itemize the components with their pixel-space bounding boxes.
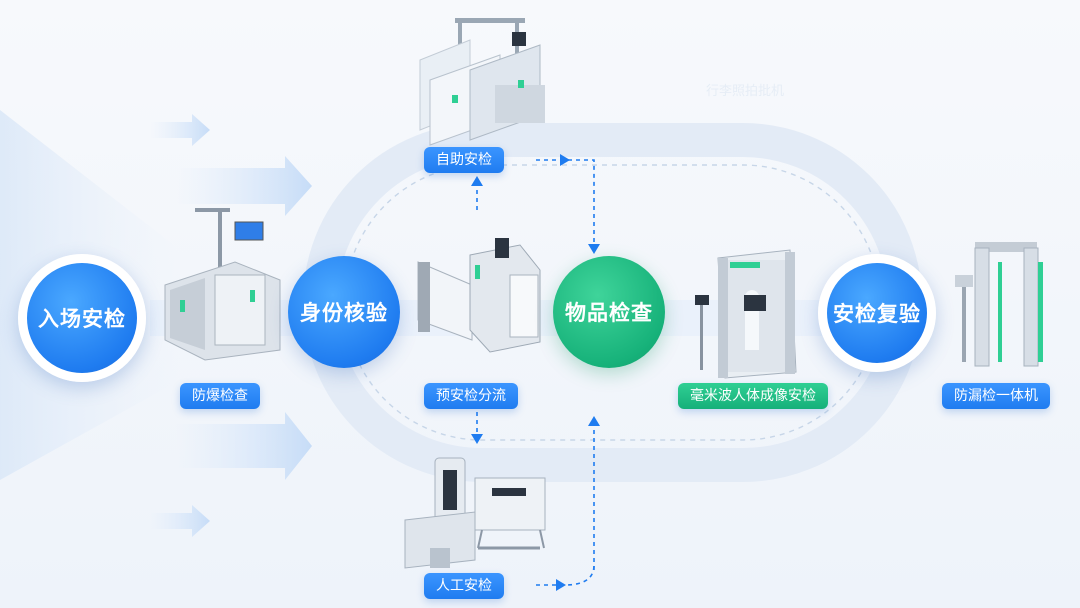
label-pre-check[interactable]: 预安检分流 (424, 383, 518, 409)
pre-check-gate-illustration (417, 238, 541, 353)
chevron-arrows (150, 114, 312, 537)
mmwave-scanner-illustration (695, 249, 797, 379)
label-explosive-check[interactable]: 防爆检查 (180, 383, 260, 409)
node-recheck[interactable]: 安检复验 (818, 254, 936, 372)
explosive-gate-illustration (164, 208, 281, 361)
label-manual-check[interactable]: 人工安检 (424, 573, 504, 599)
label-self-check[interactable]: 自助安检 (424, 147, 504, 173)
loop-dashed (344, 164, 881, 441)
faint-top-label: 行李照拍批机 (706, 84, 785, 99)
node-item-check[interactable]: 物品检查 (553, 256, 665, 368)
self-check-gate-illustration (419, 18, 545, 146)
process-arrows (476, 159, 595, 586)
label-mmwave-check[interactable]: 毫米波人体成像安检 (678, 383, 828, 409)
manual-check-illustration (404, 457, 546, 569)
arrow-heads (471, 154, 600, 591)
node-identity-check[interactable]: 身份核验 (288, 256, 400, 368)
leak-check-detector-illustration (955, 242, 1043, 367)
label-leak-check[interactable]: 防漏检一体机 (942, 383, 1050, 409)
node-entry-check[interactable]: 入场安检 (18, 254, 146, 382)
